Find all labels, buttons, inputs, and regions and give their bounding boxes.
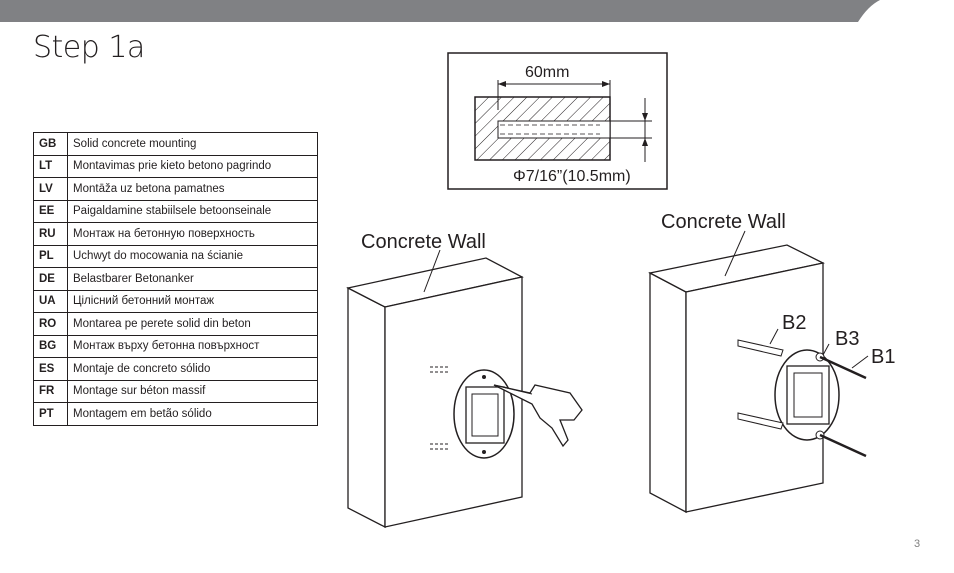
left-wall-block: Concrete Wall (346, 231, 583, 529)
right-wall-label: Concrete Wall (661, 211, 786, 233)
language-code: UA (33, 289, 68, 313)
language-text: Montāža uz betona pamatnes (67, 177, 318, 201)
language-text: Montaje de concreto sólido (67, 357, 318, 381)
page-number: 3 (914, 538, 921, 550)
language-text: Монтаж на бетонную поверхность (67, 222, 318, 246)
language-code: LV (33, 177, 68, 201)
language-text: Цілісний бетонний монтаж (67, 289, 318, 313)
language-text: Montage sur béton massif (67, 379, 318, 403)
diameter-label: Φ7/16”(10.5mm) (513, 168, 631, 185)
part-b1-label: B1 (871, 346, 895, 368)
left-wall-label: Concrete Wall (361, 231, 486, 253)
language-code: RO (33, 312, 68, 336)
language-text: Montagem em betão sólido (67, 402, 318, 426)
page-title: Step 1a (33, 30, 145, 65)
top-banner (0, 0, 880, 22)
right-wall-block: Concrete Wall B2 B3 B1 (648, 211, 895, 514)
language-code: BG (33, 334, 68, 358)
language-text: Paigaldamine stabiilsele betoonseinale (67, 199, 318, 223)
language-text: Uchwyt do mocowania na ścianie (67, 244, 318, 268)
language-code: EE (33, 199, 68, 223)
language-code: RU (33, 222, 68, 246)
drill-hole-detail: 60mm Φ7/16”(10.5mm) (447, 52, 668, 190)
depth-label: 60mm (525, 64, 569, 81)
language-text: Монтаж върху бетонна повърхност (67, 334, 318, 358)
part-b2-label: B2 (782, 312, 806, 334)
language-code: ES (33, 357, 68, 381)
part-b3-label: B3 (835, 328, 859, 350)
language-text: Montavimas prie kieto betono pagrindo (67, 154, 318, 178)
language-text: Solid concrete mounting (67, 132, 318, 156)
